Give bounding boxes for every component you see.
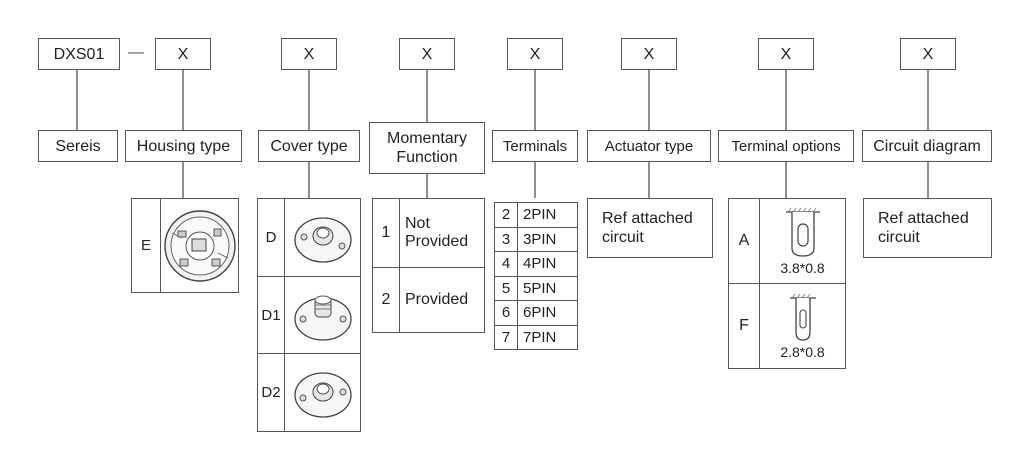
option-code: E — [131, 198, 161, 293]
slot-circuit-diagram: X — [900, 38, 956, 70]
note-line: Ref attached — [878, 210, 969, 227]
option-code: 2 — [372, 267, 400, 333]
terminal-size: 2.8*0.8 — [780, 344, 825, 360]
cover-d1-photo — [284, 276, 361, 354]
category-label: Momentary — [386, 130, 468, 147]
slot-terminals: X — [507, 38, 563, 70]
cover-d2-photo — [284, 353, 361, 432]
slot-housing-type: X — [155, 38, 211, 70]
option-code: D1 — [257, 276, 285, 354]
table-row: 1 Not Provided — [372, 198, 485, 268]
series-code: DXS01 — [53, 45, 105, 63]
table-row: D — [257, 198, 361, 277]
category-label: Actuator type — [604, 137, 694, 155]
slot-placeholder: X — [643, 45, 655, 63]
slot-placeholder: X — [177, 45, 189, 63]
option-label: Provided — [399, 267, 485, 333]
category-series: Sereis — [38, 130, 118, 162]
option-label: 3PIN — [517, 226, 578, 252]
slot-placeholder: X — [780, 45, 792, 63]
note-line: Ref attached — [602, 210, 693, 227]
category-label: Cover type — [270, 137, 348, 155]
option-code: D2 — [257, 353, 285, 432]
option-label: 7PIN — [517, 324, 578, 350]
table-row: E — [131, 198, 239, 293]
option-label-line: Not — [405, 215, 430, 232]
category-cover-type: Cover type — [258, 130, 360, 162]
terminal-shape-table: A 3.8*0.8 F — [728, 198, 846, 369]
option-code: D — [257, 198, 285, 277]
circuit-note-box: Ref attached circuit — [863, 198, 992, 258]
category-label: Terminals — [502, 137, 568, 155]
category-housing-type: Housing type — [125, 130, 242, 162]
slot-actuator-type: X — [621, 38, 677, 70]
housing-options-table: E — [131, 198, 239, 293]
slot-placeholder: X — [529, 45, 541, 63]
option-code: 1 — [372, 198, 400, 268]
category-label: Sereis — [55, 137, 101, 155]
slot-placeholder: X — [421, 45, 433, 63]
slot-terminal-options: X — [758, 38, 814, 70]
terminal-size: 3.8*0.8 — [780, 260, 825, 276]
option-code: 7 — [494, 324, 518, 350]
table-row: A 3.8*0.8 — [728, 198, 846, 284]
option-label-line: Provided — [405, 233, 469, 250]
table-row: F 2.8*0.8 — [728, 283, 846, 369]
housing-e-photo — [160, 198, 239, 293]
cover-options-table: D D1 — [257, 198, 361, 432]
slot-placeholder: X — [303, 45, 315, 63]
option-code: 2 — [494, 202, 518, 228]
option-label-line: Provided — [405, 291, 469, 308]
option-label: Not Provided — [399, 198, 485, 268]
category-terminal-options: Terminal options — [718, 130, 854, 162]
cover-d-photo — [284, 198, 361, 277]
option-code: F — [728, 283, 760, 369]
option-label: 4PIN — [517, 251, 578, 277]
table-row: D2 — [257, 353, 361, 432]
option-code: 6 — [494, 300, 518, 326]
option-code: 5 — [494, 275, 518, 301]
code-separator: — — [128, 44, 144, 61]
category-circuit-diagram: Circuit diagram — [862, 130, 992, 162]
option-code: 3 — [494, 226, 518, 252]
terminal-a-drawing — [785, 207, 820, 257]
option-code: 4 — [494, 251, 518, 277]
category-label: Function — [396, 149, 458, 166]
option-label: 6PIN — [517, 300, 578, 326]
slot-momentary-function: X — [399, 38, 455, 70]
note-line: circuit — [602, 229, 644, 246]
terminal-a-cell: 3.8*0.8 — [759, 198, 846, 284]
actuator-note-box: Ref attached circuit — [587, 198, 713, 258]
category-label: Circuit diagram — [873, 137, 981, 155]
option-code: A — [728, 198, 760, 284]
table-row: D1 — [257, 276, 361, 354]
slot-cover-type: X — [281, 38, 337, 70]
momentary-options-table: 1 Not Provided 2 Provided — [372, 198, 485, 333]
terminal-f-drawing — [789, 293, 816, 341]
option-label: 2PIN — [517, 202, 578, 228]
category-actuator-type: Actuator type — [587, 130, 711, 162]
series-code-box: DXS01 — [38, 38, 120, 70]
table-row: 2 Provided — [372, 267, 485, 333]
category-momentary-function: Momentary Function — [369, 122, 485, 174]
category-label: Housing type — [136, 137, 231, 155]
category-label: Terminal options — [731, 137, 841, 155]
option-label: 5PIN — [517, 275, 578, 301]
slot-placeholder: X — [922, 45, 934, 63]
category-terminals: Terminals — [492, 130, 578, 162]
note-line: circuit — [878, 229, 920, 246]
terminal-f-cell: 2.8*0.8 — [759, 283, 846, 369]
